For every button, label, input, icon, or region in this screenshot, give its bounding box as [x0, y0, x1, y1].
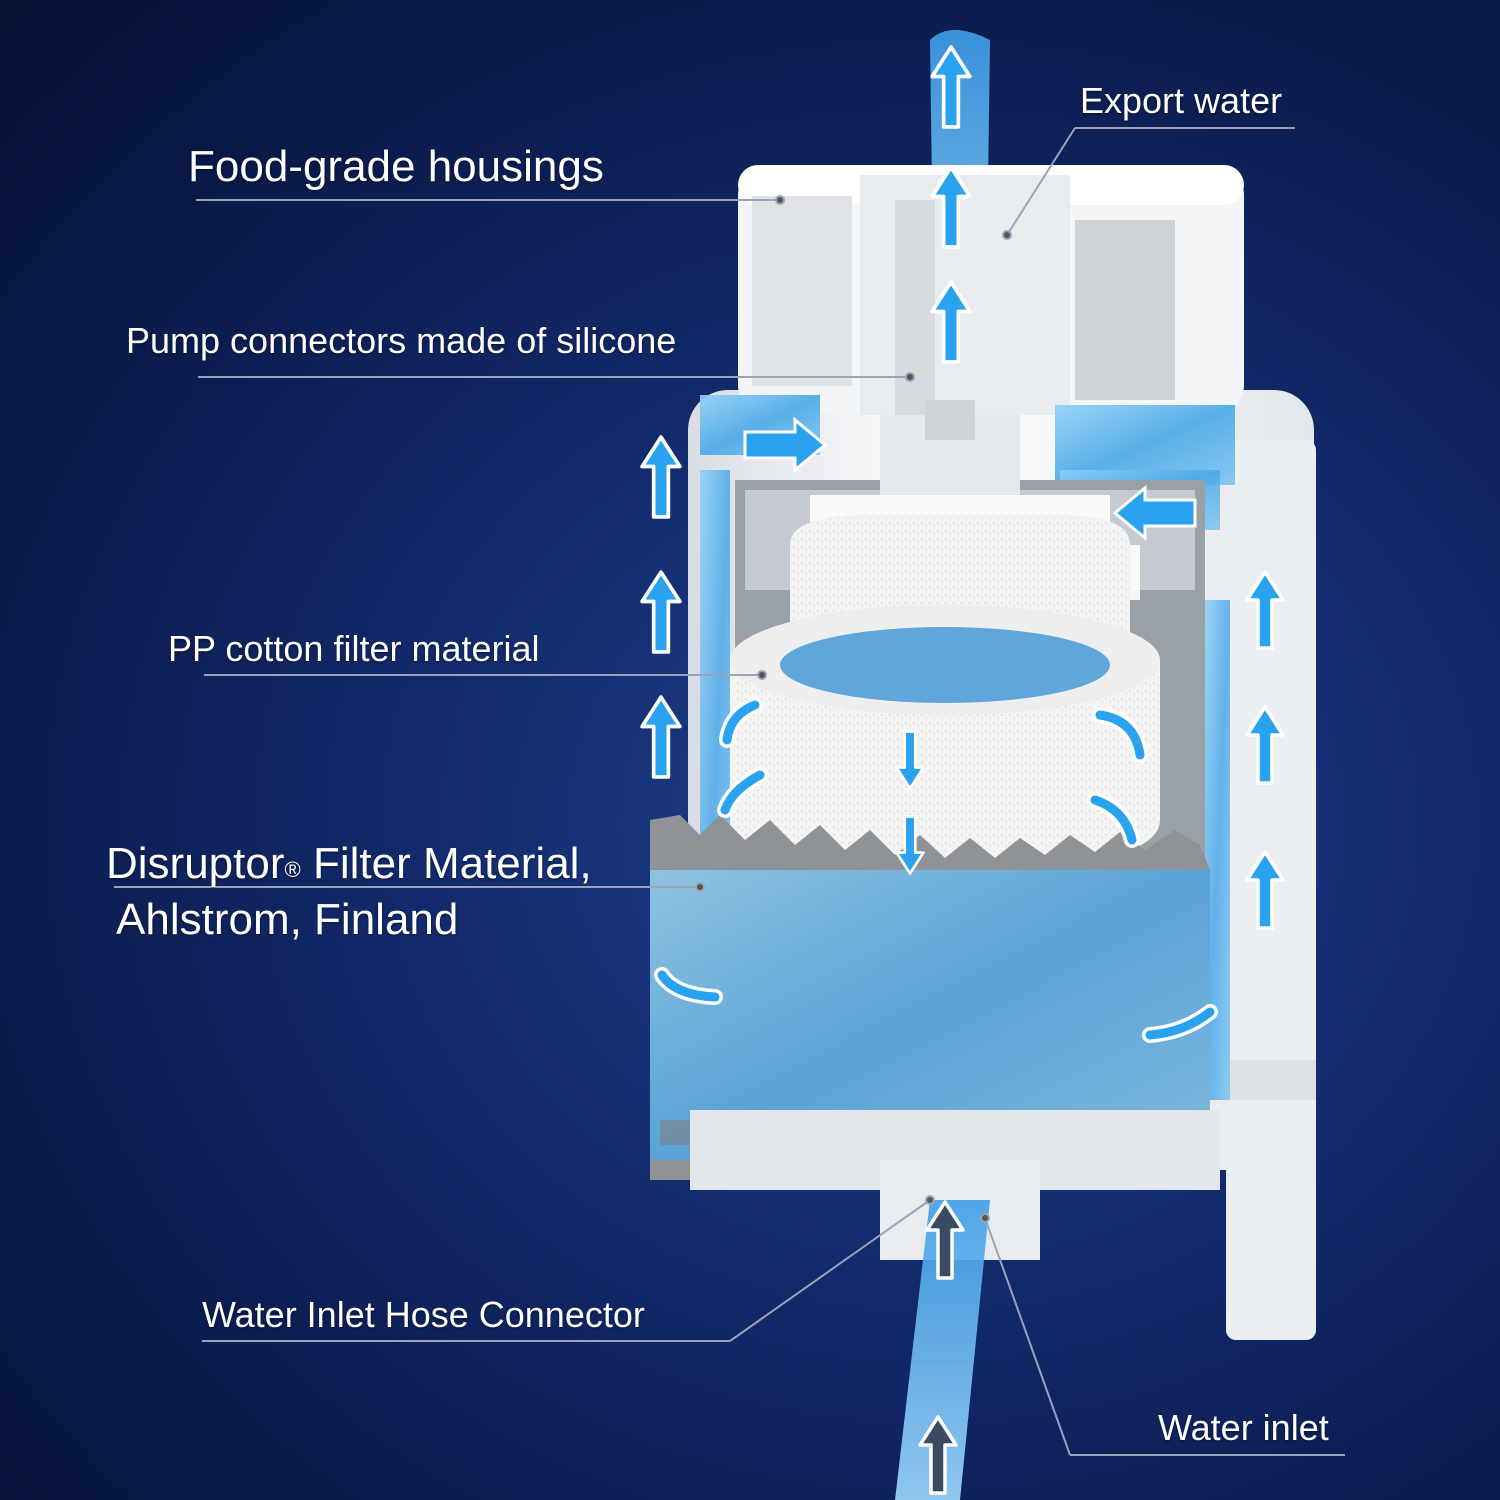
export-water-label: Export water: [1080, 80, 1283, 121]
disruptor-filter-label: Disruptor® Filter Material, Ahlstrom, Fi…: [106, 836, 592, 948]
left-up-arrows: [640, 435, 682, 779]
bottom-base: [690, 1110, 1220, 1260]
inlet-hose: [895, 1200, 990, 1500]
food-grade-housings-label: Food-grade housings: [188, 142, 604, 191]
leader-lines: [114, 127, 1345, 1456]
left-arrow-icon: [1112, 484, 1197, 542]
pp-cotton-label: PP cotton filter material: [168, 628, 540, 669]
disruptor-line-2: Ahlstrom, Finland: [116, 895, 459, 944]
curved-arrows: [654, 697, 1218, 1043]
registered-mark: ®: [284, 857, 301, 882]
up-arrow-icon: [640, 570, 682, 654]
pump-connector: [880, 400, 1020, 495]
disruptor-line-1: Disruptor® Filter Material,: [106, 836, 592, 892]
water-inlet-label: Water inlet: [1158, 1407, 1329, 1448]
pump-connectors-label: Pump connectors made of silicone: [126, 320, 677, 361]
disruptor-rest: Filter Material,: [300, 839, 592, 888]
water-inlet-hose-label: Water Inlet Hose Connector: [202, 1294, 645, 1335]
top-cap: [738, 165, 1244, 420]
top-flow-arrows: [743, 416, 1197, 542]
up-arrow-icon: [640, 695, 682, 779]
pp-cotton-filter: [730, 515, 1160, 870]
up-arrow-icon: [640, 435, 682, 519]
right-arrow-icon: [743, 416, 828, 474]
disruptor-name: Disruptor: [106, 839, 285, 888]
